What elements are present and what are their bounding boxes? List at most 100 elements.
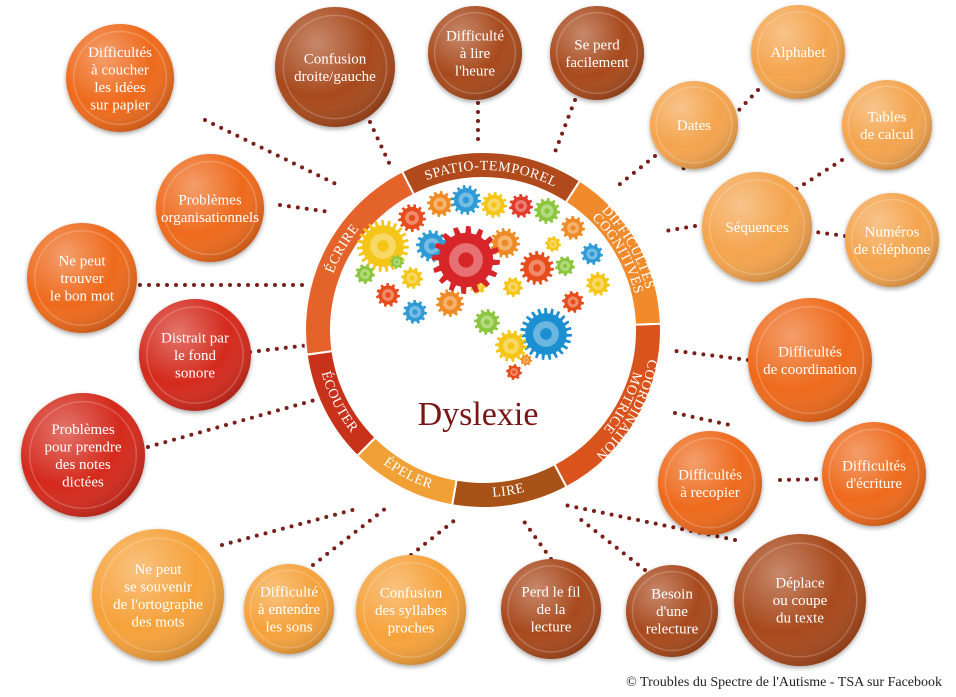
- bubble-label-line: relecture: [646, 622, 699, 638]
- bubble-label-line: de coordination: [763, 362, 857, 378]
- bubble-label-line: Problèmes: [51, 422, 114, 438]
- bubble-label-line: Difficulté: [260, 585, 318, 601]
- bubble-sequences: Séquences: [702, 172, 812, 282]
- connector-line: [368, 120, 392, 167]
- bubble-label-line: sonore: [175, 366, 215, 382]
- bubble-label-line: les idées: [94, 80, 145, 96]
- connector-line: [613, 154, 657, 190]
- bubble-label-line: des notes: [55, 457, 111, 473]
- bubble-inner-ring: [708, 178, 806, 276]
- connector-line: [666, 348, 750, 362]
- bubble-shine: [66, 24, 174, 132]
- bubble-shine: [21, 393, 145, 517]
- connector-line: [409, 518, 457, 557]
- bubble-inner-ring: [828, 428, 920, 520]
- bubble-label-line: se souvenir: [124, 579, 192, 595]
- gear-icon: [481, 192, 507, 218]
- bubble-label-line: Difficultés: [778, 344, 842, 360]
- connector-line: [203, 118, 342, 188]
- bubble-label-line: droite/gauche: [294, 69, 376, 85]
- gear-icon: [562, 291, 584, 313]
- bubble-shine: [356, 555, 466, 665]
- ring-segments: [304, 151, 662, 509]
- bubble-inner-ring: [33, 229, 131, 327]
- bubble-shine: [275, 7, 395, 127]
- gear-icon: [520, 308, 572, 360]
- brain-gears-icon: [355, 185, 610, 380]
- gear-icon: [376, 283, 400, 307]
- bubble-inner-ring: [162, 160, 258, 256]
- gear-icon: [520, 354, 532, 366]
- bubble-label-line: de l'ortographe: [113, 597, 203, 613]
- connector-line: [553, 98, 577, 154]
- gear-icon: [581, 243, 603, 265]
- bubble-label-line: de calcul: [860, 127, 914, 143]
- gear-icon: [403, 300, 427, 324]
- bubble-inner-ring: [72, 30, 168, 126]
- bubble-label-line: Confusion: [304, 51, 367, 67]
- bubble-label-line: à lire: [460, 46, 491, 62]
- bubble-tables-calcul: Tables de calcul: [842, 80, 932, 170]
- bubble-inner-ring: [433, 11, 517, 95]
- bubble-label-line: Ne peut: [58, 254, 106, 270]
- bubble-label-line: Problèmes: [178, 192, 241, 208]
- bubble-label-line: Séquences: [725, 220, 788, 236]
- bubble-label-line: Tables: [868, 109, 907, 125]
- connector-line: [678, 88, 760, 174]
- bubble-label-line: Difficultés: [842, 458, 906, 474]
- bubble-inner-ring: [850, 198, 934, 282]
- bubble-label-line: du texte: [776, 611, 824, 627]
- bubble-shine: [845, 193, 939, 287]
- bubble-inner-ring: [664, 437, 756, 529]
- bubble-inner-ring: [756, 10, 840, 94]
- gear-icon: [509, 194, 533, 218]
- bubble-label-line: l'heure: [455, 64, 496, 80]
- bubble-label-line: des syllabes: [375, 603, 447, 619]
- bubble-inner-ring: [655, 86, 733, 164]
- bubble-label-line: à coucher: [91, 62, 149, 78]
- bubble-label-line: trouver: [60, 271, 103, 287]
- bubble-inner-ring: [282, 14, 388, 120]
- bubble-label-line: pour prendre: [44, 439, 121, 455]
- bubble-shine: [626, 565, 718, 657]
- bubble-shine: [550, 6, 644, 100]
- connector-line: [573, 513, 647, 572]
- bubble-label-line: Dates: [677, 118, 711, 134]
- gear-icon: [534, 198, 560, 224]
- bubble-label-line: Difficulté: [446, 29, 504, 45]
- gear-icon: [545, 236, 561, 252]
- bubble-label-line: ou coupe: [773, 593, 828, 609]
- bubble-label-line: le fond: [174, 348, 217, 364]
- bubble-label-line: Ne peut: [134, 562, 182, 578]
- bubble-inner-ring: [847, 85, 927, 165]
- gear-icon: [436, 289, 464, 317]
- connector-line: [658, 224, 697, 234]
- bubble-inner-ring: [100, 537, 216, 653]
- bubble-label-line: le bon mot: [50, 289, 115, 305]
- bubble-shine: [244, 564, 334, 654]
- bubble-shine: [658, 431, 762, 535]
- bubble-label-line: sur papier: [90, 97, 150, 113]
- connector-line: [673, 411, 732, 427]
- bubble-label-line: d'une: [656, 604, 688, 620]
- bubble-shine: [156, 154, 264, 262]
- bubble-label-line: Déplace: [775, 576, 824, 592]
- connector-line: [813, 230, 847, 238]
- bubble-label-line: à entendre: [258, 602, 320, 618]
- connector-line: [521, 518, 553, 561]
- bubble-confusion-droite-gauche: Confusion droite/gauche: [275, 7, 395, 127]
- bubble-inner-ring: [755, 305, 865, 415]
- bubble-label-line: les sons: [265, 620, 312, 636]
- bubble-shine: [842, 80, 932, 170]
